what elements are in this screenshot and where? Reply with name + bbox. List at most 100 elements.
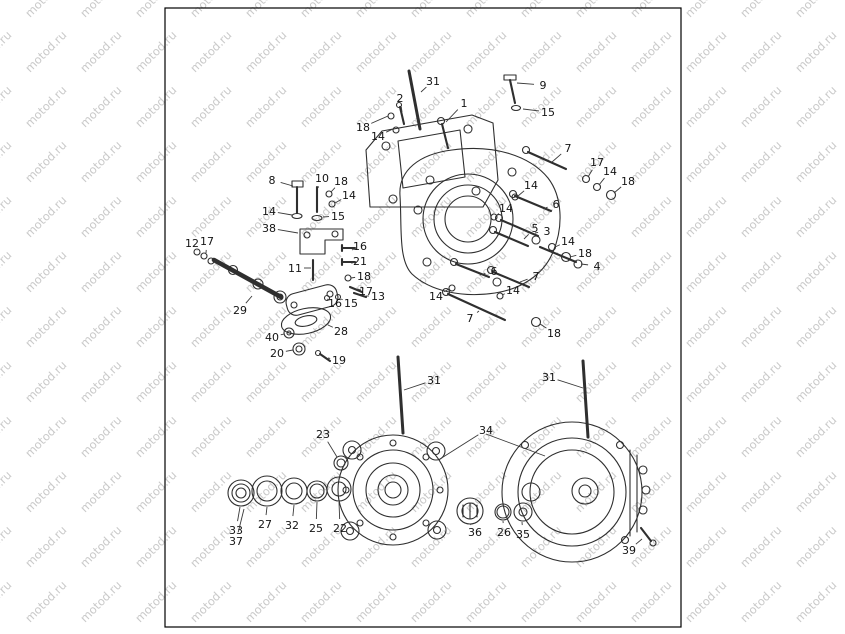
oval-cover bbox=[280, 307, 332, 335]
part-number: 2 bbox=[397, 92, 404, 105]
leader-line bbox=[542, 206, 548, 210]
watermark-text: motod.ru bbox=[682, 28, 729, 75]
watermark-text: motod.ru bbox=[0, 468, 14, 515]
leader-line bbox=[443, 288, 450, 293]
bolt-head bbox=[488, 225, 498, 235]
watermark-text: motod.ru bbox=[0, 28, 14, 75]
washer bbox=[392, 126, 400, 134]
nut bbox=[605, 189, 617, 201]
watermark-text: motod.ru bbox=[77, 193, 124, 240]
leader-line bbox=[334, 199, 342, 204]
part-number: 6 bbox=[553, 198, 560, 211]
part-number: 18 bbox=[357, 270, 371, 283]
washer bbox=[207, 257, 215, 265]
leader-line bbox=[340, 298, 343, 301]
leader-line bbox=[371, 115, 389, 124]
part-number: 25 bbox=[309, 522, 323, 535]
watermark-text: motod.ru bbox=[77, 248, 124, 295]
part-number: 39 bbox=[622, 544, 636, 557]
nut bbox=[292, 342, 306, 356]
watermark-text: motod.ru bbox=[0, 138, 14, 185]
part-number: 7 bbox=[565, 142, 572, 155]
leader-line bbox=[292, 504, 295, 517]
part-number: 36 bbox=[468, 526, 482, 539]
part-number: 16 bbox=[353, 240, 367, 253]
watermark-text: motod.ru bbox=[77, 468, 124, 515]
washer bbox=[193, 248, 201, 256]
watermark-text: motod.ru bbox=[462, 303, 509, 350]
watermark-text: motod.ru bbox=[737, 413, 784, 460]
watermark-text: motod.ru bbox=[682, 413, 729, 460]
watermark-text: motod.ru bbox=[242, 138, 289, 185]
part-number: 28 bbox=[334, 325, 348, 338]
watermark-text: motod.ru bbox=[187, 358, 234, 405]
watermark-text: motod.ru bbox=[22, 523, 69, 570]
watermark-text: motod.ru bbox=[187, 28, 234, 75]
bolt-head bbox=[436, 116, 446, 126]
washer bbox=[592, 182, 602, 192]
watermark-text: motod.ru bbox=[572, 193, 619, 240]
watermark-text: motod.ru bbox=[132, 248, 179, 295]
watermark-text: motod.ru bbox=[22, 303, 69, 350]
watermark-text: motod.ru bbox=[792, 0, 839, 20]
watermark-text: motod.ru bbox=[187, 523, 234, 570]
watermark-text: motod.ru bbox=[187, 193, 234, 240]
watermark-text: motod.ru bbox=[297, 0, 344, 20]
leader-line bbox=[315, 501, 318, 520]
watermark-text: motod.ru bbox=[132, 0, 179, 20]
watermark-text: motod.ru bbox=[22, 0, 69, 20]
watermark-text: motod.ru bbox=[297, 578, 344, 625]
watermark-text: motod.ru bbox=[737, 83, 784, 130]
watermark-text: motod.ru bbox=[737, 0, 784, 20]
watermark-text: motod.ru bbox=[792, 193, 839, 240]
watermark-text: motod.ru bbox=[407, 28, 454, 75]
watermark-text: motod.ru bbox=[187, 578, 234, 625]
watermark-text: motod.ru bbox=[682, 0, 729, 20]
watermark-text: motod.ru bbox=[242, 83, 289, 130]
watermark-text: motod.ru bbox=[132, 358, 179, 405]
watermark-text: motod.ru bbox=[572, 523, 619, 570]
watermark-text: motod.ru bbox=[0, 303, 14, 350]
leader-line bbox=[557, 379, 584, 389]
bolt-head bbox=[449, 257, 459, 267]
bolt bbox=[508, 78, 517, 105]
watermark-text: motod.ru bbox=[682, 248, 729, 295]
watermark-text: motod.ru bbox=[0, 523, 14, 570]
washer bbox=[283, 327, 295, 339]
leader-line bbox=[439, 434, 479, 460]
shift-shaft bbox=[211, 257, 284, 300]
watermark-text: motod.ru bbox=[242, 413, 289, 460]
watermark-text: motod.ru bbox=[737, 28, 784, 75]
leader-line bbox=[523, 234, 529, 240]
watermark-text: motod.ru bbox=[572, 0, 619, 20]
leader-line bbox=[351, 261, 357, 264]
part-number: 4 bbox=[594, 260, 601, 273]
washer bbox=[448, 284, 456, 292]
part-number: 34 bbox=[479, 424, 493, 437]
part-number: 8 bbox=[269, 174, 276, 187]
watermark-text: motod.ru bbox=[22, 578, 69, 625]
stud bbox=[396, 355, 405, 435]
watermark-text: motod.ru bbox=[132, 303, 179, 350]
watermark-text: motod.ru bbox=[792, 523, 839, 570]
diagram-frame bbox=[164, 7, 682, 628]
part-number: 14 bbox=[506, 284, 520, 297]
part-number: 7 bbox=[467, 312, 474, 325]
bolt-head bbox=[649, 539, 657, 547]
leader-line bbox=[327, 324, 334, 328]
leader-line bbox=[350, 276, 356, 279]
part-number: 14 bbox=[371, 130, 385, 143]
watermark-text: motod.ru bbox=[0, 578, 14, 625]
watermark-text: motod.ru bbox=[792, 578, 839, 625]
part-number: 15 bbox=[331, 210, 345, 223]
watermark-text: motod.ru bbox=[297, 28, 344, 75]
part-number: 15 bbox=[344, 297, 358, 310]
leader-line bbox=[403, 382, 426, 391]
watermark-text: motod.ru bbox=[462, 83, 509, 130]
part-number: 22 bbox=[333, 522, 347, 535]
watermark-text: motod.ru bbox=[0, 83, 14, 130]
watermark-text: motod.ru bbox=[0, 248, 14, 295]
watermark-text: motod.ru bbox=[792, 83, 839, 130]
